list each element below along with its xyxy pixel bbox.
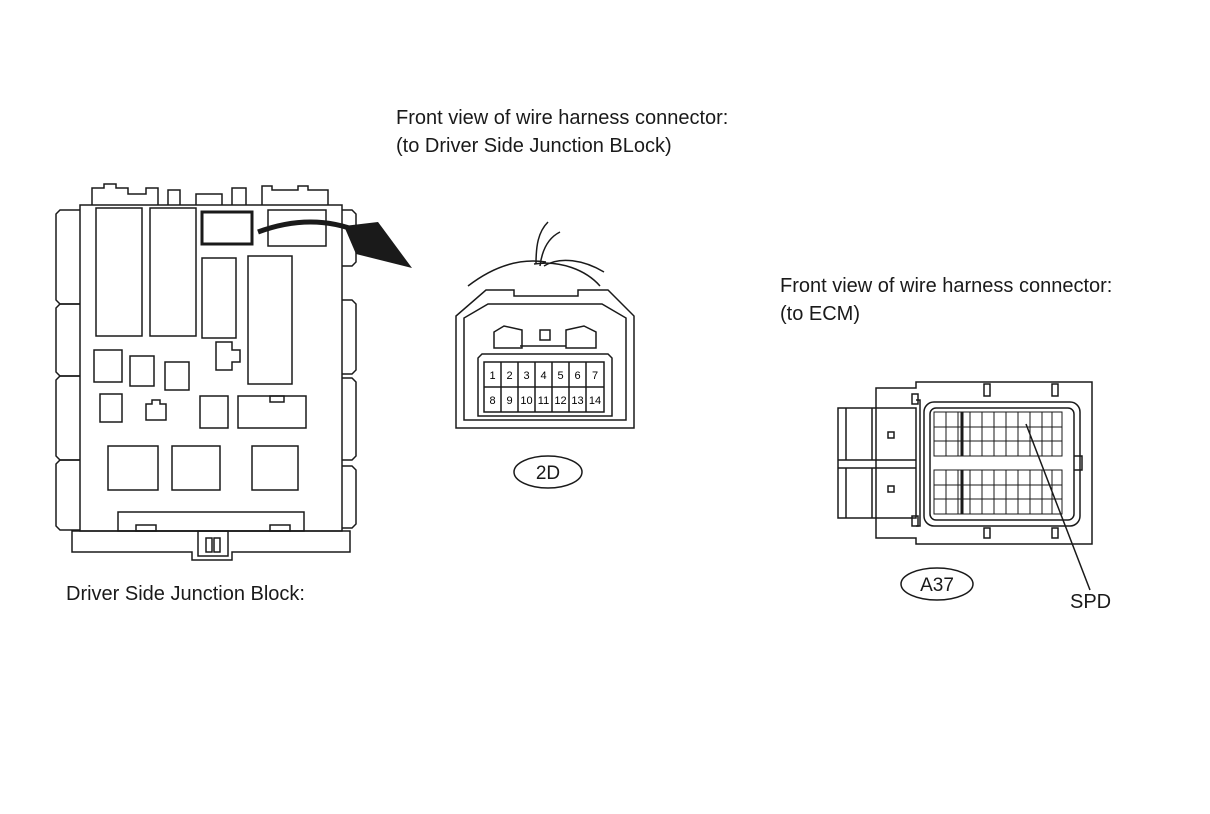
connector-2d-title-line1: Front view of wire harness connector: — [396, 107, 729, 129]
pin-8: 8 — [489, 395, 495, 407]
pin-3: 3 — [523, 370, 529, 382]
pin-10: 10 — [520, 395, 532, 407]
pin-12: 12 — [554, 395, 566, 407]
pin-6: 6 — [574, 370, 580, 382]
connector-a37 — [837, 381, 1093, 601]
connector-2d — [455, 221, 635, 489]
connector-2d-tag: 2D — [536, 463, 560, 484]
pin-4: 4 — [540, 370, 546, 382]
junction-block-caption: Driver Side Junction Block: — [66, 583, 305, 605]
connector-a37-title-line2: (to ECM) — [780, 303, 860, 325]
pin-1: 1 — [489, 370, 495, 382]
pin-5: 5 — [557, 370, 563, 382]
connector-a37-title-line1: Front view of wire harness connector: — [780, 275, 1113, 297]
pin-7: 7 — [592, 370, 598, 382]
pin-13: 13 — [571, 395, 583, 407]
pin-9: 9 — [506, 395, 512, 407]
pointer-arrow — [257, 219, 412, 268]
connector-2d-title-line2: (to Driver Side Junction BLock) — [396, 135, 672, 157]
pin-11: 11 — [538, 395, 549, 407]
spd-label: SPD — [1070, 591, 1112, 613]
pin-14: 14 — [589, 395, 601, 407]
pin-2: 2 — [506, 370, 512, 382]
junction-block — [55, 183, 357, 561]
connector-a37-tag: A37 — [920, 575, 954, 596]
connector-2d-pins: 1 2 3 4 5 6 7 8 9 10 11 12 13 14 — [489, 370, 601, 407]
